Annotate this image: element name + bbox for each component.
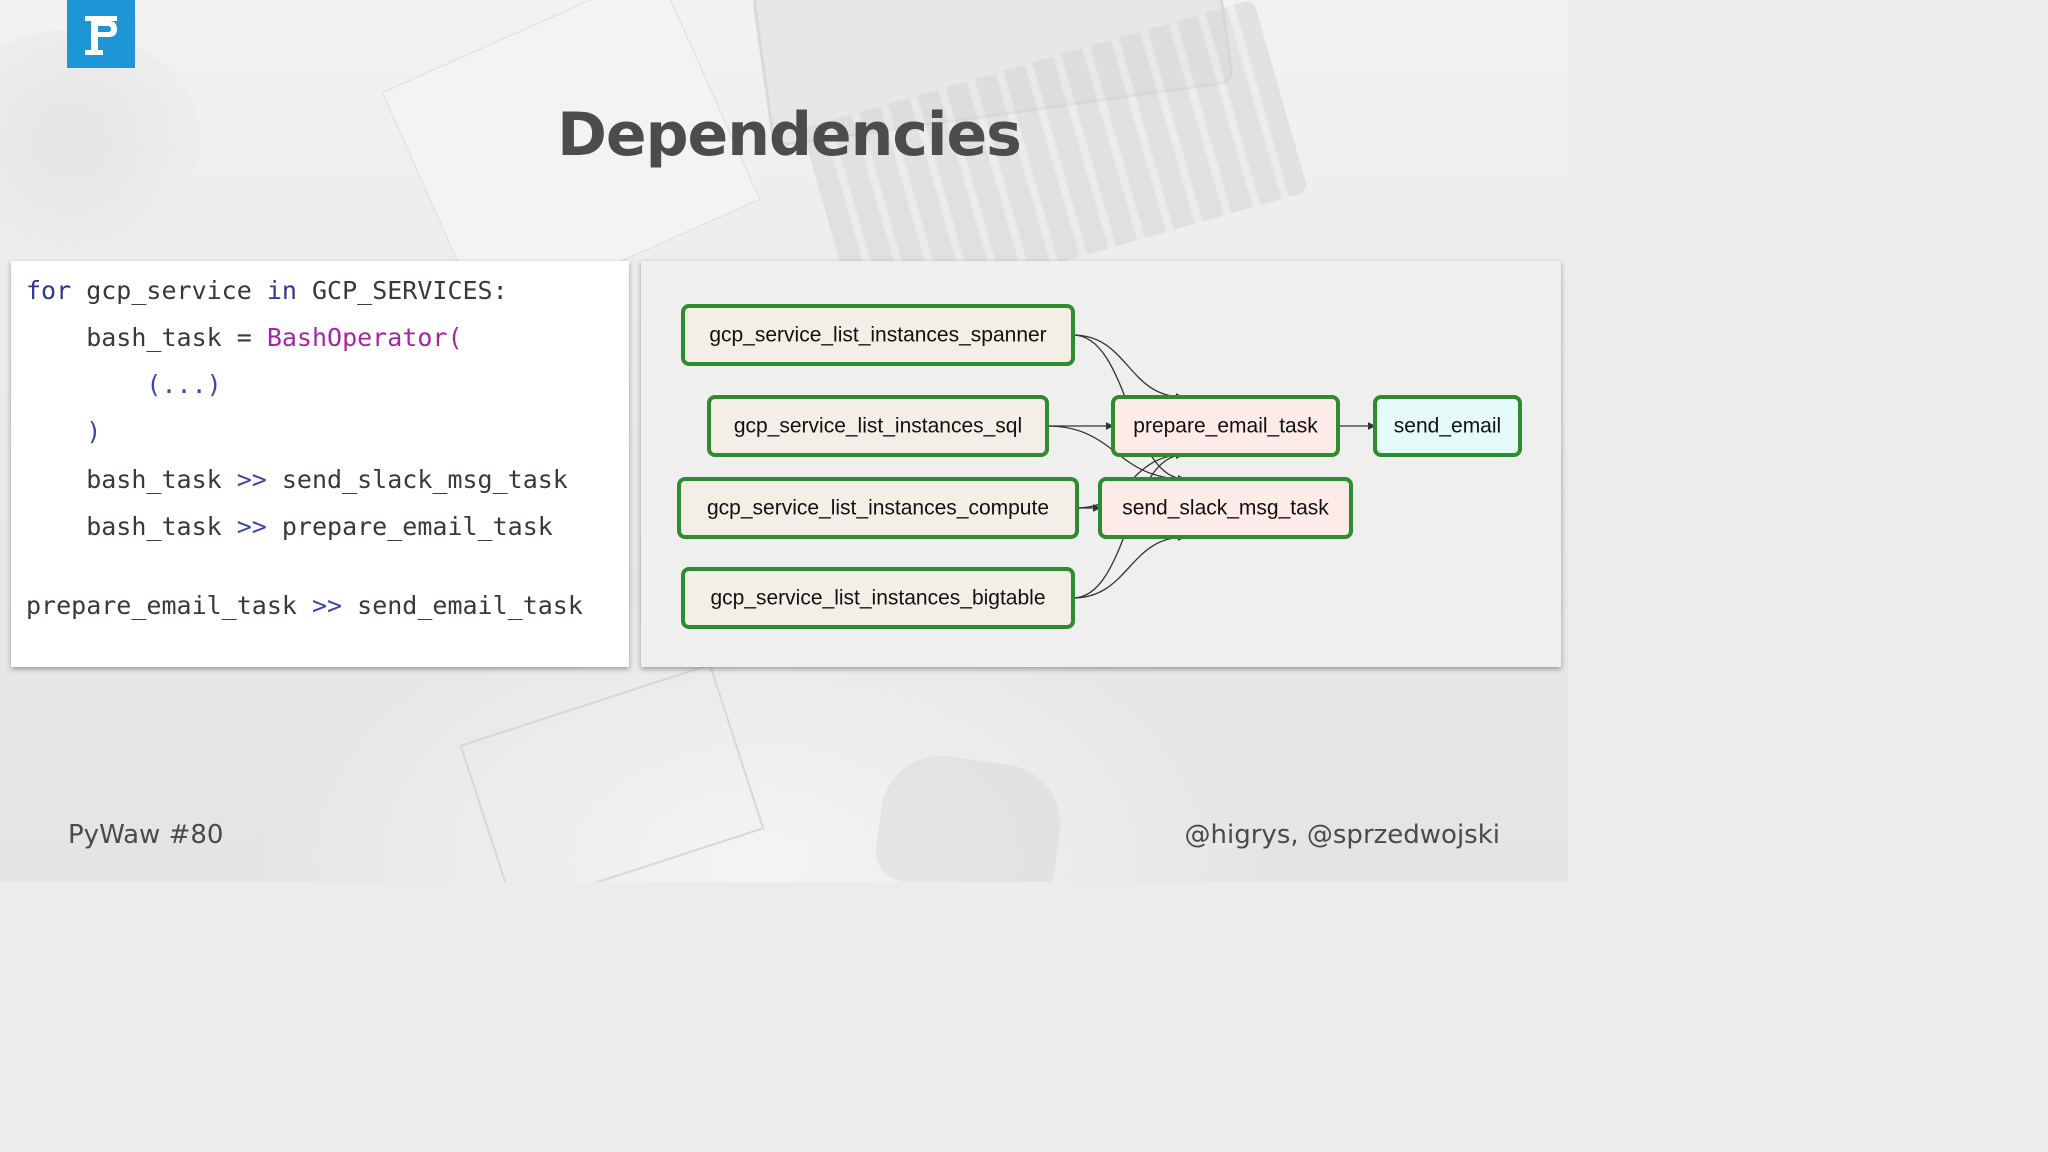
- code-line: ): [26, 417, 102, 446]
- dag-node-prepare[interactable]: prepare_email_task: [1111, 395, 1340, 457]
- code-text: bash_task =: [26, 323, 267, 352]
- dag-node-box: [677, 477, 1079, 539]
- dag-node-bigtable[interactable]: gcp_service_list_instances_bigtable: [681, 567, 1075, 629]
- dag-edge-spanner-to-prepare: [1072, 334, 1184, 401]
- code-text: bash_task: [26, 512, 237, 541]
- dag-node-label: gcp_service_list_instances_sql: [734, 415, 1022, 438]
- dag-graph: gcp_service_list_instances_spanner gcp_se…: [677, 304, 1522, 629]
- dag-node-label: gcp_service_list_instances_spanner: [709, 324, 1046, 347]
- code-function: BashOperator(: [266, 323, 463, 352]
- code-operator: >>: [236, 512, 267, 541]
- dag-node-box: [681, 567, 1075, 629]
- code-keyword: for: [26, 276, 72, 305]
- dag-node-sql[interactable]: gcp_service_list_instances_sql: [707, 395, 1049, 457]
- dag-node-label: prepare_email_task: [1133, 415, 1318, 438]
- code-operator: >>: [311, 591, 343, 620]
- slide-title: Dependencies: [557, 100, 1022, 170]
- dag-node-label: gcp_service_list_instances_compute: [707, 497, 1049, 520]
- pywaw-logo-icon: [67, 0, 135, 68]
- dag-node-box: [681, 304, 1075, 366]
- dag-node-box: [1111, 395, 1340, 457]
- code-operator: >>: [236, 465, 267, 494]
- dag-node-spanner[interactable]: gcp_service_list_instances_spanner: [681, 304, 1075, 366]
- code-keyword: in: [266, 276, 297, 305]
- code-line: prepare_email_task >> send_email_task: [26, 591, 583, 620]
- dag-graph-panel: gcp_service_list_instances_spanner gcp_se…: [641, 261, 1561, 667]
- author-handles: @higrys, @sprzedwojski: [1184, 820, 1500, 850]
- dag-edge-bigtable-to-slack: [1072, 533, 1186, 599]
- dag-edges: [1046, 334, 1376, 599]
- code-text: prepare_email_task: [26, 591, 312, 620]
- code-line: for gcp_service in GCP_SERVICES:: [26, 276, 508, 305]
- dag-node-compute[interactable]: gcp_service_list_instances_compute: [677, 477, 1079, 539]
- code-line: bash_task >> send_slack_msg_task: [26, 465, 568, 494]
- dag-node-box: [1373, 395, 1522, 457]
- dag-node-box: [707, 395, 1049, 457]
- code-text: send_email_task: [342, 591, 583, 620]
- logo-glyph: [85, 16, 117, 55]
- code-text: prepare_email_task: [266, 512, 553, 541]
- code-text: bash_task: [26, 465, 237, 494]
- code-panel: for gcp_service in GCP_SERVICES: bash_ta…: [11, 261, 629, 667]
- dag-nodes: gcp_service_list_instances_spanner gcp_se…: [677, 304, 1522, 629]
- code-line: bash_task = BashOperator(: [26, 323, 463, 352]
- code-text: GCP_SERVICES:: [296, 276, 508, 305]
- dag-node-email[interactable]: send_email: [1373, 395, 1522, 457]
- dag-node-label: send_slack_msg_task: [1122, 497, 1329, 520]
- dag-node-box: [1098, 477, 1353, 539]
- code-line: bash_task >> prepare_email_task: [26, 512, 553, 541]
- code-text: send_slack_msg_task: [266, 465, 568, 494]
- code-line: (...): [26, 370, 222, 399]
- event-label: PyWaw #80: [68, 820, 224, 850]
- code-text: gcp_service: [71, 276, 267, 305]
- dag-node-label: gcp_service_list_instances_bigtable: [710, 587, 1045, 610]
- dag-node-label: send_email: [1394, 415, 1501, 438]
- dag-node-slack[interactable]: send_slack_msg_task: [1098, 477, 1353, 539]
